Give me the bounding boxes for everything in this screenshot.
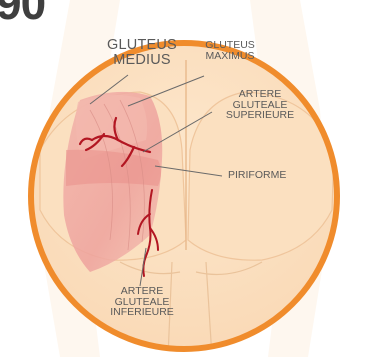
label-artere-gluteale-inferieure: ARTERE GLUTEALE INFERIEURE [96, 286, 188, 318]
label-gluteus-maximus: GLUTEUS MAXIMUS [190, 40, 270, 61]
label-piriforme: PIRIFORME [228, 170, 308, 181]
label-gluteus-medius: GLUTEUS MEDIUS [101, 38, 183, 68]
page-number: 90 [0, 0, 45, 26]
label-artere-gluteale-superieure: ARTERE GLUTEALE SUPERIEURE [212, 89, 308, 121]
